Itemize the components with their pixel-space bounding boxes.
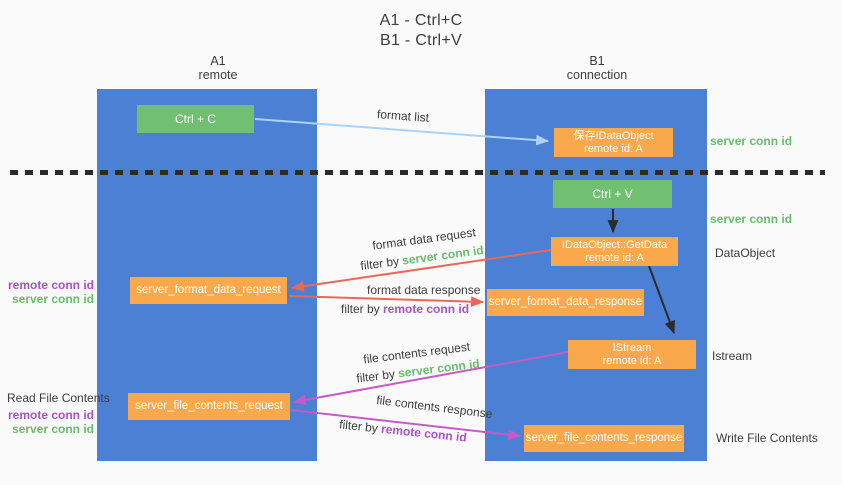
save-idataobject-line2: remote id: A xyxy=(584,142,643,155)
server-file-contents-response-label: server_file_contents_response xyxy=(525,432,683,444)
server-format-data-response-label: server_format_data_response xyxy=(488,296,643,308)
label-filter-by-remote-conn-id-2: filter by remote conn id xyxy=(339,417,468,444)
remote-conn-id-label: remote conn id xyxy=(8,278,95,292)
column-header-b1: B1 connection xyxy=(537,54,657,82)
server-format-data-request-label: server_format_data_request xyxy=(136,284,281,296)
label-istream: Istream xyxy=(712,349,753,363)
title-line-1: A1 - Ctrl+C xyxy=(379,12,463,29)
getdata-line2: remote id: A xyxy=(585,251,644,264)
left-conn-id-group-1: remote conn id server conn id xyxy=(8,278,94,306)
node-ctrl-c: Ctrl + C xyxy=(137,105,254,133)
remote-conn-id-text: remote conn id xyxy=(383,302,470,316)
remote-conn-id-label: remote conn id xyxy=(8,408,95,422)
istream-line2: remote id: A xyxy=(602,354,662,367)
left-conn-id-group-2: remote conn id server conn id xyxy=(8,408,94,436)
right-server-conn-id-1: server conn id xyxy=(710,134,793,148)
label-file-contents-response: file contents response xyxy=(375,392,494,422)
filter-by-text: filter by xyxy=(338,417,382,436)
filter-by-text: filter by xyxy=(359,253,404,274)
column-b1-label: B1 xyxy=(589,54,605,68)
istream-line1: IStream xyxy=(612,341,652,354)
remote-conn-id-text: remote conn id xyxy=(380,421,468,445)
node-ctrl-v: Ctrl + V xyxy=(553,180,672,208)
node-server-format-data-request: server_format_data_request xyxy=(130,277,287,304)
server-file-contents-request-label: server_file_contents_request xyxy=(135,400,283,412)
node-server-file-contents-request: server_file_contents_request xyxy=(128,393,290,420)
diagram-title: A1 - Ctrl+C B1 - Ctrl+V xyxy=(0,11,842,51)
label-format-data-response: format data response xyxy=(367,283,481,297)
node-save-idataobject: 保存IDataObject remote id: A xyxy=(554,128,673,157)
node-server-file-contents-response: server_file_contents_response xyxy=(524,425,684,452)
right-server-conn-id-2: server conn id xyxy=(710,212,793,226)
label-dataobject: DataObject xyxy=(715,246,776,260)
label-filter-by-remote-conn-id-1: filter by remote conn id xyxy=(341,302,469,316)
label-write-file-contents: Write File Contents xyxy=(716,431,818,445)
ctrl-c-label: Ctrl + C xyxy=(174,111,216,126)
label-format-list: format list xyxy=(376,107,430,125)
server-conn-id-label: server conn id xyxy=(11,422,94,436)
column-a1-sublabel: remote xyxy=(198,68,238,82)
save-idataobject-line1: 保存IDataObject xyxy=(573,129,654,142)
title-line-2: B1 - Ctrl+V xyxy=(380,32,462,49)
column-a1-label: A1 xyxy=(210,54,226,68)
filter-by-text: filter by xyxy=(341,302,384,316)
server-conn-id-label: server conn id xyxy=(11,292,94,306)
filter-by-text: filter by xyxy=(355,366,400,386)
column-b1-sublabel: connection xyxy=(566,68,628,82)
dotted-separator-line xyxy=(10,170,825,175)
getdata-line1: IDataObject::GetData xyxy=(561,238,668,251)
node-istream: IStream remote id: A xyxy=(568,340,696,369)
column-header-a1: A1 remote xyxy=(158,54,278,82)
label-read-file-contents: Read File Contents xyxy=(7,391,110,405)
node-server-format-data-response: server_format_data_response xyxy=(487,289,644,316)
node-idataobject-getdata: IDataObject::GetData remote id: A xyxy=(551,237,678,266)
ctrl-v-label: Ctrl + V xyxy=(592,186,633,201)
